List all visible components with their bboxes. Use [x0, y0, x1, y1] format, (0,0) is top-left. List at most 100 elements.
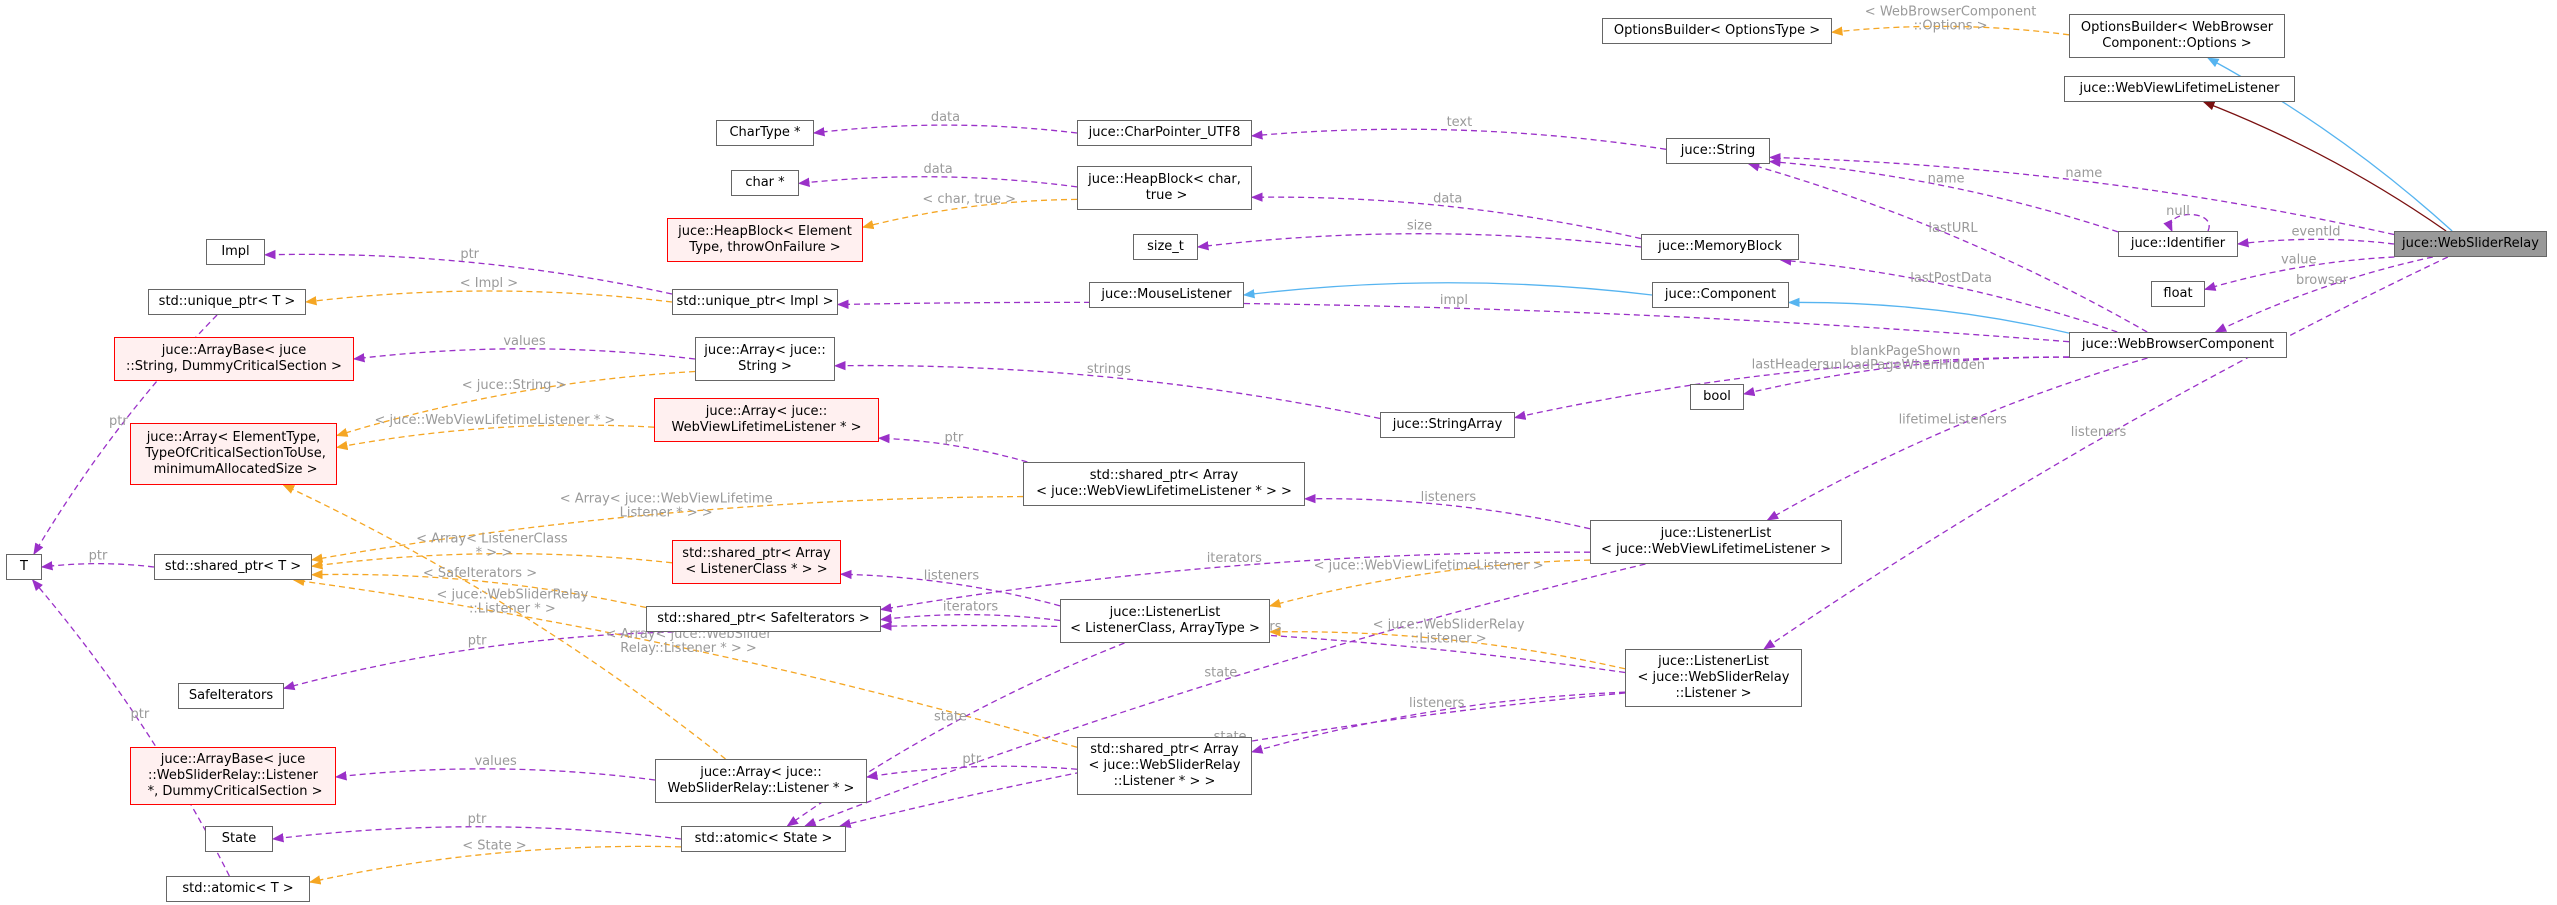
- edge-heapblock-to-charp: [797, 176, 1078, 188]
- edge-array-wsr-to-array-generic: [282, 484, 726, 760]
- class-node-uptr-impl[interactable]: std::unique_ptr< Impl >: [672, 289, 838, 315]
- edge-label-ll-wvll-to-sptr-si: iterators: [1207, 551, 1262, 566]
- edge-label-heapblock-to-heapblock-et: < char, true >: [922, 192, 1016, 207]
- edge-label-uptr-impl-to-uptr-t: < Impl >: [460, 276, 518, 291]
- edge-label-webslider-to-wbc: browser: [2296, 273, 2349, 288]
- class-node-uptr-t[interactable]: std::unique_ptr< T >: [148, 289, 306, 315]
- edge-sptr-t-to-T: [40, 561, 155, 571]
- edge-sptr-array-wvll-to-sptr-t: [310, 495, 1024, 563]
- edge-ll-generic-to-sptr-si: [879, 613, 1061, 624]
- edge-memblock-to-sizet: [1196, 233, 1642, 251]
- edge-label-uptr-t-to-T: ptr: [109, 414, 128, 429]
- edge-component-to-mouselistener: [1242, 282, 1653, 299]
- class-node-state[interactable]: State: [205, 826, 273, 852]
- class-node-webslider[interactable]: juce::WebSliderRelay: [2394, 231, 2547, 257]
- class-node-sptr-array-lc[interactable]: std::shared_ptr< Array < ListenerClass *…: [672, 540, 841, 584]
- edge-array-str-to-array-generic: [335, 370, 696, 437]
- class-node-component[interactable]: juce::Component: [1652, 282, 1789, 308]
- class-node-stringarray[interactable]: juce::StringArray: [1380, 412, 1515, 438]
- class-node-atomic-state[interactable]: std::atomic< State >: [681, 826, 846, 852]
- class-node-float[interactable]: float: [2151, 281, 2205, 307]
- class-node-mouselistener[interactable]: juce::MouseListener: [1089, 282, 1244, 308]
- edge-label-wbc-to-stringarray: lastHeaders: [1752, 357, 1830, 372]
- class-node-ll-wvll[interactable]: juce::ListenerList < juce::WebViewLifeti…: [1590, 520, 1842, 564]
- class-node-sptr-t[interactable]: std::shared_ptr< T >: [154, 554, 312, 580]
- edge-atomic-t-to-T: [31, 579, 230, 877]
- edge-wbc-to-stringarray: [1513, 356, 2070, 420]
- edge-wbc-to-uptr-impl: [836, 299, 2070, 343]
- edge-webslider-to-string: [1768, 153, 2395, 236]
- edge-label-wbc-to-uptr-impl: impl: [1440, 293, 1468, 308]
- edge-label-ll-wvll-to-atomic-state: state: [1204, 666, 1237, 681]
- edge-webslider-to-identifier: [2236, 238, 2395, 248]
- edge-label-memblock-to-sizet: size: [1407, 219, 1432, 234]
- edge-uptr-impl-to-impl: [263, 249, 673, 295]
- class-node-string[interactable]: juce::String: [1666, 138, 1770, 164]
- edge-label-array-str-to-array-generic: < juce::String >: [462, 378, 567, 393]
- class-node-optionsbuilder-t[interactable]: OptionsBuilder< OptionsType >: [1602, 18, 1832, 44]
- class-node-identifier[interactable]: juce::Identifier: [2118, 231, 2238, 257]
- edge-label-atomic-state-to-state: ptr: [468, 812, 487, 827]
- edge-label-sptr-si-to-safeiterators: ptr: [468, 633, 487, 648]
- edge-stringarray-to-array-str: [833, 360, 1381, 420]
- class-node-ll-generic[interactable]: juce::ListenerList < ListenerClass, Arra…: [1060, 599, 1270, 643]
- class-node-atomic-t[interactable]: std::atomic< T >: [166, 876, 310, 902]
- class-node-ll-wsr[interactable]: juce::ListenerList < juce::WebSliderRela…: [1625, 649, 1802, 707]
- edge-webslider-to-wvll: [2202, 101, 2447, 232]
- edge-label-identifier-to-string: name: [1928, 171, 1965, 186]
- class-node-sptr-array-wvll[interactable]: std::shared_ptr< Array < juce::WebViewLi…: [1023, 462, 1305, 506]
- edge-label-array-str-to-arraybase-str: values: [503, 334, 546, 349]
- edge-array-wvll-to-array-generic: [335, 424, 655, 451]
- class-node-sptr-si[interactable]: std::shared_ptr< SafeIterators >: [646, 606, 881, 632]
- edge-label-uptr-impl-to-impl: ptr: [460, 247, 479, 262]
- edge-label-ll-wsr-to-ll-generic: < juce::WebSliderRelay::Listener >: [1373, 618, 1525, 647]
- edge-uptr-t-to-T: [33, 314, 218, 556]
- edge-ll-wsr-to-sptr-array-wsr: [1250, 691, 1626, 754]
- edge-atomic-state-to-atomic-t: [308, 845, 682, 885]
- class-node-wbc[interactable]: juce::WebBrowserComponent: [2069, 332, 2287, 358]
- class-node-wvll[interactable]: juce::WebViewLifetimeListener: [2064, 76, 2295, 102]
- edge-label-array-wvll-to-array-generic: < juce::WebViewLifetimeListener * >: [375, 413, 616, 428]
- edge-wbc-to-memblock: [1779, 256, 2118, 333]
- class-node-heapblock[interactable]: juce::HeapBlock< char, true >: [1077, 166, 1252, 210]
- class-node-chartype[interactable]: CharType *: [716, 120, 814, 146]
- edge-sptr-si-to-sptr-t: [310, 569, 647, 609]
- class-node-impl[interactable]: Impl: [206, 239, 265, 265]
- edge-label-webslider-to-float: value: [2281, 253, 2317, 268]
- edge-ll-wvll-to-ll-generic: [1268, 559, 1591, 608]
- edge-label-sptr-array-wsr-to-array-wsr: ptr: [962, 752, 981, 767]
- edge-label-atomic-state-to-atomic-t: < State >: [462, 838, 526, 853]
- class-node-arraybase-wsr[interactable]: juce::ArrayBase< juce ::WebSliderRelay::…: [130, 747, 336, 805]
- edge-wbc-to-component: [1787, 297, 2070, 334]
- edge-ll-wsr-to-atomic-state: [839, 692, 1626, 829]
- edge-label-optionsbuilder-wb-to-optionsbuilder-t: < WebBrowserComponent::Options >: [1865, 4, 2037, 33]
- class-node-T[interactable]: T: [6, 554, 42, 580]
- edge-ll-generic-to-sptr-array-lc: [839, 569, 1061, 607]
- class-node-bool[interactable]: bool: [1690, 384, 1744, 410]
- edge-memblock-to-heapblock: [1250, 192, 1642, 240]
- class-node-sptr-array-wsr[interactable]: std::shared_ptr< Array < juce::WebSlider…: [1077, 737, 1252, 795]
- class-node-array-generic[interactable]: juce::Array< ElementType, TypeOfCritical…: [130, 423, 337, 485]
- class-node-sizet[interactable]: size_t: [1133, 234, 1198, 260]
- class-node-safeiterators[interactable]: SafeIterators: [178, 683, 284, 709]
- class-node-arraybase-str[interactable]: juce::ArrayBase< juce ::String, DummyCri…: [114, 337, 354, 381]
- class-node-optionsbuilder-wb[interactable]: OptionsBuilder< WebBrowser Component::Op…: [2069, 14, 2285, 58]
- edge-label-wbc-to-memblock: lastPostData: [1910, 271, 1992, 286]
- class-node-array-str[interactable]: juce::Array< juce:: String >: [695, 337, 835, 381]
- class-node-memblock[interactable]: juce::MemoryBlock: [1641, 234, 1799, 260]
- edge-label-sptr-array-wvll-to-array-wvll: ptr: [945, 431, 964, 446]
- edge-label-wbc-to-ll-wvll: lifetimeListeners: [1899, 413, 2007, 428]
- class-node-cpu8[interactable]: juce::CharPointer_UTF8: [1077, 120, 1252, 146]
- class-node-array-wsr[interactable]: juce::Array< juce:: WebSliderRelay::List…: [655, 759, 867, 803]
- class-node-charp[interactable]: char *: [731, 170, 799, 196]
- edge-label-sptr-array-lc-to-sptr-t: < Array< ListenerClass * > >: [416, 532, 568, 561]
- edge-sptr-array-lc-to-sptr-t: [310, 553, 673, 570]
- edge-label-array-wsr-to-arraybase-wsr: values: [474, 754, 517, 769]
- class-node-heapblock-et[interactable]: juce::HeapBlock< Element Type, throwOnFa…: [667, 218, 863, 262]
- edge-label-heapblock-to-charp: data: [923, 162, 952, 177]
- edge-label-sptr-si-to-sptr-t: < SafeIterators >: [423, 566, 537, 581]
- class-node-array-wvll[interactable]: juce::Array< juce:: WebViewLifetimeListe…: [654, 398, 879, 442]
- edge-webslider-to-wbc: [2214, 256, 2433, 333]
